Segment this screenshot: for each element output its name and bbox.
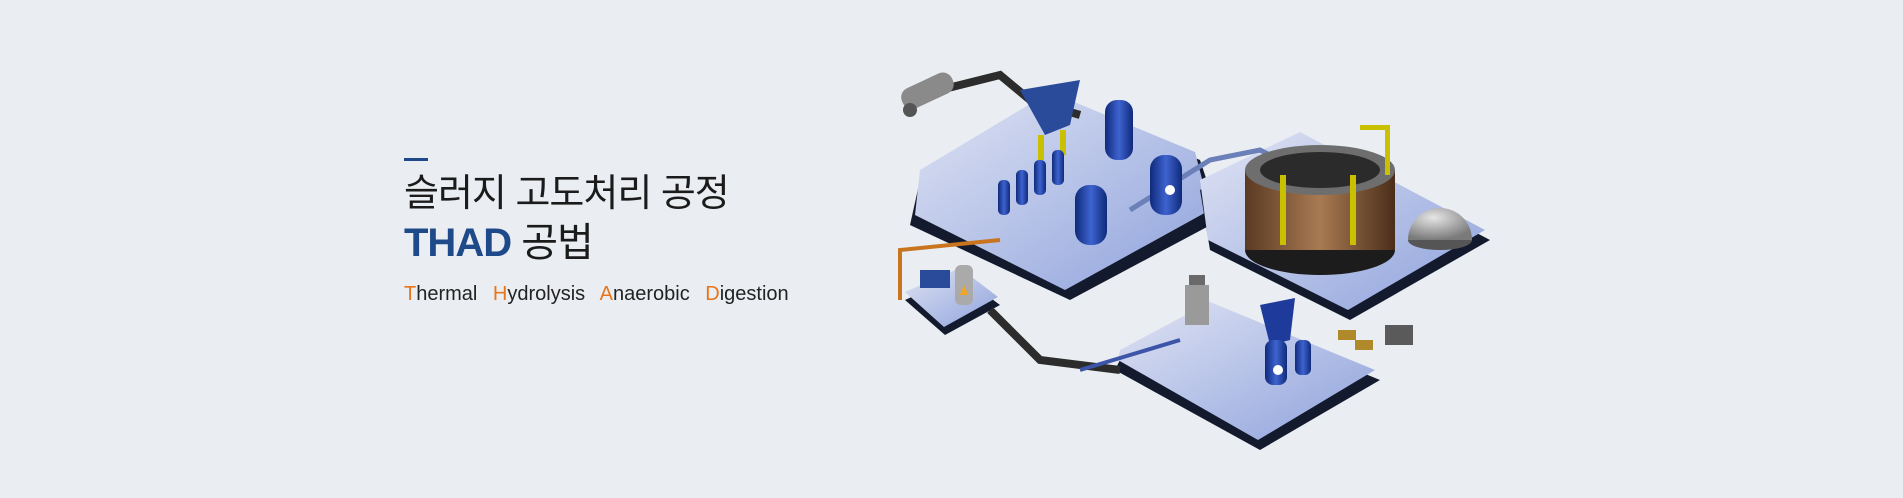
small-platform	[905, 268, 1000, 335]
pulper-tanks	[1075, 100, 1182, 245]
hero-subtitle: Thermal Hydrolysis Anaerobic Digestion	[404, 283, 824, 306]
screw-conveyor	[901, 72, 954, 117]
method-label: 공법	[511, 221, 594, 265]
subtitle-word-anaerobic: Anaerobic	[599, 283, 690, 305]
hero-title-method: THAD 공법	[404, 217, 824, 269]
hydrolysis-reactors	[998, 150, 1064, 215]
conveyor-belt-lower	[987, 307, 1121, 374]
accent-bar	[404, 158, 428, 161]
subtitle-word-hydrolysis: Hydrolysis	[492, 283, 586, 305]
upper-platform	[910, 92, 1220, 300]
subtitle-word-digestion: Digestion	[705, 283, 789, 305]
thad-label: THAD	[404, 221, 512, 265]
thad-plant-illustration	[898, 70, 1490, 450]
lower-tanks	[1260, 298, 1311, 385]
cake-boxes	[1338, 325, 1413, 350]
orange-pipe	[898, 238, 1001, 300]
subtitle-word-thermal: Thermal	[404, 283, 478, 305]
hopper	[1020, 80, 1080, 160]
dewatering-unit	[1185, 275, 1209, 325]
gas-holder	[1408, 208, 1472, 250]
dryer-unit	[920, 265, 973, 305]
hero-text: 슬러지 고도처리 공정 THAD 공법 Thermal Hydrolysis A…	[404, 158, 824, 306]
hero-title: 슬러지 고도처리 공정	[404, 173, 730, 215]
lower-platform	[1115, 302, 1380, 450]
lower-pipe	[1079, 338, 1181, 372]
anaerobic-digester	[1245, 125, 1395, 275]
